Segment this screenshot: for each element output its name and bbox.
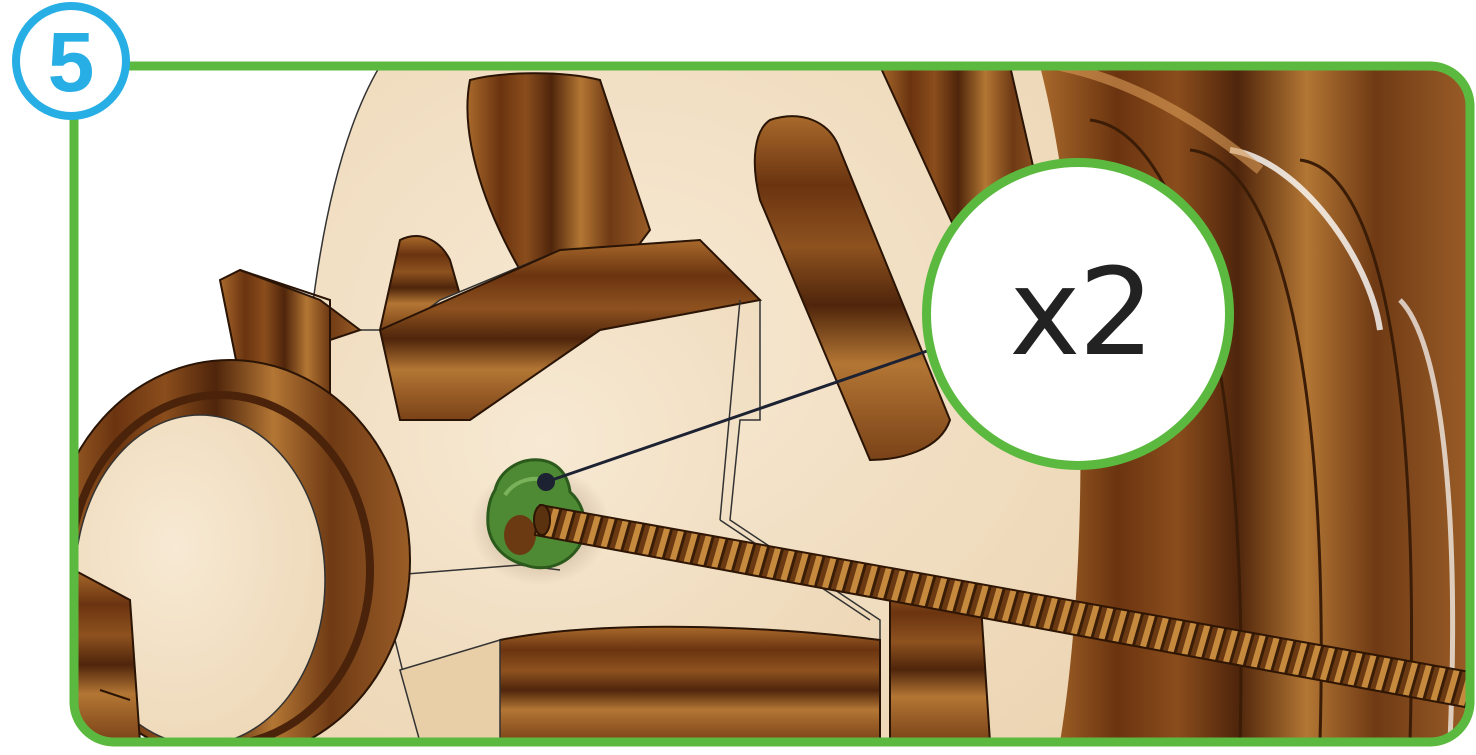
left-end-disc	[50, 360, 410, 750]
quantity-label: x2	[1009, 254, 1152, 374]
quantity-callout: x2	[922, 158, 1234, 470]
step-number: 5	[48, 20, 95, 104]
callout-anchor-dot	[537, 473, 555, 491]
step-badge: 5	[12, 2, 130, 120]
